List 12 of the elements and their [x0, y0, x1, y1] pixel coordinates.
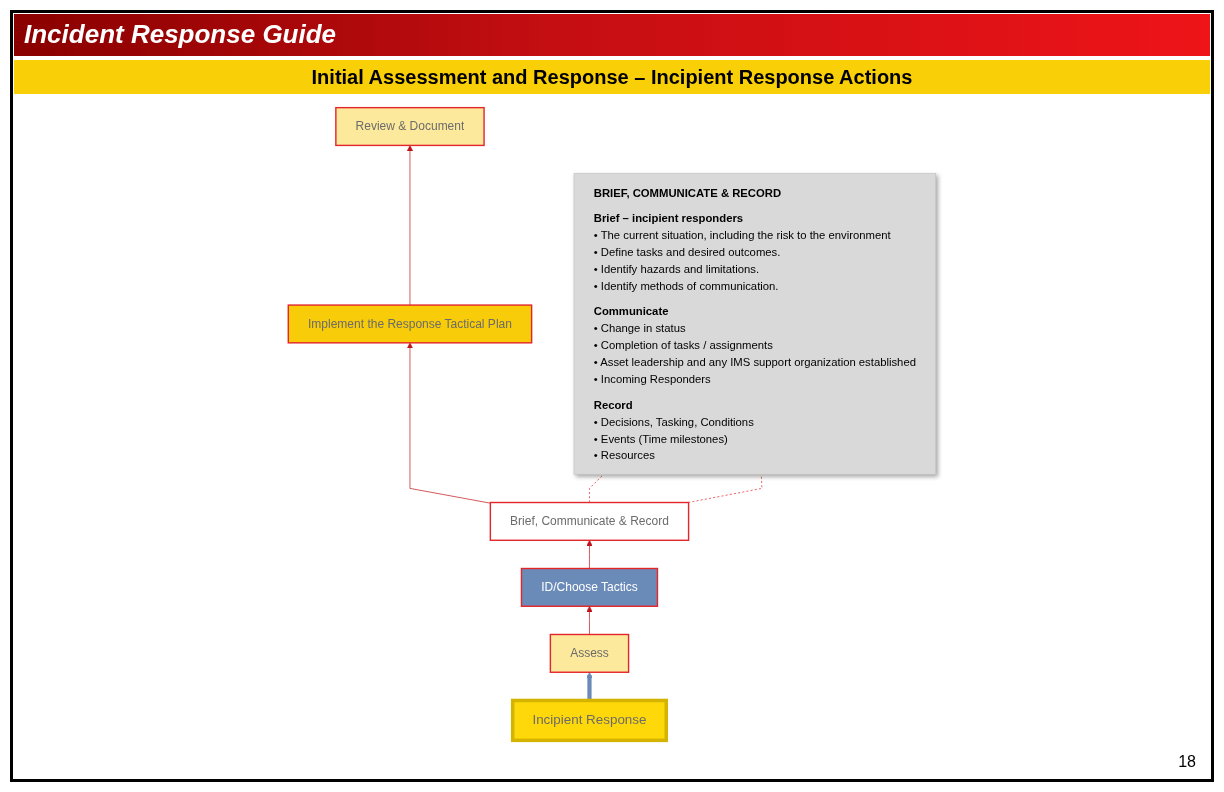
- subtitle: Initial Assessment and Response – Incipient Response Actions: [14, 60, 1210, 94]
- node-box: ID/Choose Tactics: [520, 567, 659, 607]
- node-box: Implement the Response Tactical Plan: [287, 304, 533, 344]
- node-box: Brief, Communicate & Record: [489, 501, 690, 541]
- node-box: Review & Document: [335, 106, 485, 147]
- page-number: 18: [1178, 752, 1196, 772]
- connector: [589, 473, 604, 503]
- node-box: Assess: [549, 633, 630, 673]
- arrow: [586, 671, 593, 701]
- node-box: BRIEF, COMMUNICATE & RECORD Brief – incipient responders • The current situation, including the risk to the environment • Define tasks and desired outcomes. • Identify hazards and limitations. • Identify methods of communication. Communicate • Change in status • Completion of tasks / assignments • Asset leadership and any IMS support organization established • Incoming Responders Record • Decisions, Tasking, Conditions • Events (Time milestones) • Resources: [573, 173, 937, 475]
- title: Incident Response Guide: [24, 18, 337, 50]
- node-box: Incipient Response: [510, 698, 669, 743]
